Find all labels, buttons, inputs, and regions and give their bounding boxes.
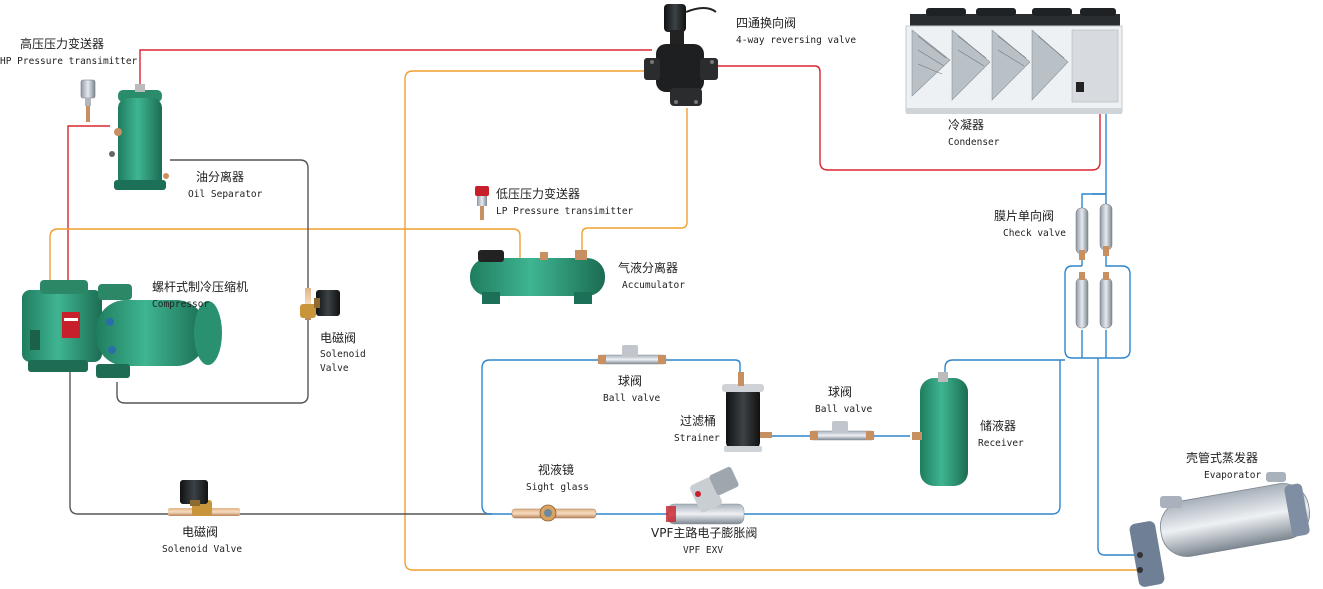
ball-valve-2-label-zh: 球阀 xyxy=(828,385,852,399)
check-valve-loop-pipe xyxy=(1064,193,1131,359)
liquid-condenser-to-check-pipe xyxy=(1092,112,1107,212)
accumulator-icon xyxy=(470,250,605,304)
receiver-label-en: Receiver xyxy=(978,438,1024,449)
solenoid-valve-1-label-zh: 电磁阀 xyxy=(320,330,356,345)
vpf-exv-label-zh: VPF主路电子膨胀阀 xyxy=(651,525,757,540)
solenoid-valve-1-icon xyxy=(300,288,340,320)
shell-tube-evaporator-icon xyxy=(1129,472,1311,587)
lp-accumulator-to-compressor-pipe xyxy=(49,228,521,282)
lp-transmitter-icon xyxy=(475,186,489,220)
condenser-label-en: Condenser xyxy=(948,137,1000,148)
lp-transmitter-label-en: LP Pressure transimitter xyxy=(496,206,634,217)
evaporator-label-en: Evaporator xyxy=(1204,470,1261,481)
vpf-exv-label-en: VPF EXV xyxy=(683,545,723,556)
solenoid-valve-2-icon xyxy=(168,480,240,516)
receiver-label-zh: 储液器 xyxy=(980,418,1016,433)
check-valve-icon xyxy=(1075,203,1113,329)
check-valve-label-en: Check valve xyxy=(1003,228,1066,239)
strainer-icon xyxy=(722,372,772,452)
ball-valve-2-label-en: Ball valve xyxy=(815,404,872,415)
oil-return-pipe xyxy=(116,159,309,404)
condenser-label-zh: 冷凝器 xyxy=(948,117,984,132)
solenoid-valve-2-label-en: Solenoid Valve xyxy=(162,544,242,555)
hp-valve-to-condenser-pipe xyxy=(714,65,1101,171)
evaporator-label-zh: 壳管式蒸发器 xyxy=(1186,450,1258,465)
four-way-valve-icon xyxy=(644,4,718,106)
strainer-label-en: Strainer xyxy=(674,433,720,444)
check-valve-label-zh: 膜片单向阀 xyxy=(994,208,1054,223)
liquid-injection-pipe xyxy=(69,372,492,515)
compressor-icon xyxy=(22,280,222,378)
strainer-label-zh: 过滤桶 xyxy=(680,413,716,428)
four-way-valve-label-en: 4-way reversing valve xyxy=(736,35,856,46)
solenoid-valve-1-label-en2: Valve xyxy=(320,363,349,374)
compressor-label-zh: 螺杆式制冷压缩机 xyxy=(152,279,248,294)
accumulator-label-zh: 气液分离器 xyxy=(618,260,678,275)
accumulator-label-en: Accumulator xyxy=(622,280,685,291)
lp-valve-to-accumulator-pipe xyxy=(581,108,688,258)
oil-separator-label-zh: 油分离器 xyxy=(196,169,244,184)
lp-transmitter-label-zh: 低压压力变送器 xyxy=(496,186,580,201)
sight-glass-icon xyxy=(511,504,597,522)
receiver-tank-icon xyxy=(912,372,968,486)
labels: 高压压力变送器 HP Pressure transimitter 四通换向阀 4… xyxy=(0,15,1261,556)
ball-valve-1-icon xyxy=(597,345,667,365)
solenoid-valve-2-label-zh: 电磁阀 xyxy=(182,524,218,539)
oil-separator-label-en: Oil Separator xyxy=(188,189,263,200)
liquid-evaporator-pipe xyxy=(1097,358,1140,556)
hp-compressor-to-separator-pipe xyxy=(67,125,110,290)
ball-valve-2-icon xyxy=(809,421,875,441)
hp-transmitter-label-en: HP Pressure transimitter xyxy=(0,56,138,67)
oil-separator-icon xyxy=(109,84,169,190)
hp-discharge-pipe xyxy=(139,49,652,92)
hp-transmitter-icon xyxy=(80,79,96,122)
expansion-valve-icon xyxy=(666,466,745,525)
compressor-label-en: Compressor xyxy=(152,299,209,310)
hp-transmitter-label-zh: 高压压力变送器 xyxy=(20,36,104,51)
solenoid-valve-1-label-en1: Solenoid xyxy=(320,349,366,360)
condenser-unit-icon xyxy=(905,8,1123,114)
lp-valve-to-evaporator-pipe xyxy=(404,70,1140,571)
sight-glass-label-zh: 视液镜 xyxy=(538,462,574,477)
ball-valve-1-label-zh: 球阀 xyxy=(618,374,642,388)
ball-valve-1-label-en: Ball valve xyxy=(603,393,660,404)
liquid-main-loop-pipe xyxy=(481,359,1061,515)
liquid-receiver-line-pipe xyxy=(944,359,1065,378)
four-way-valve-label-zh: 四通换向阀 xyxy=(736,15,796,30)
sight-glass-label-en: Sight glass xyxy=(526,482,589,493)
